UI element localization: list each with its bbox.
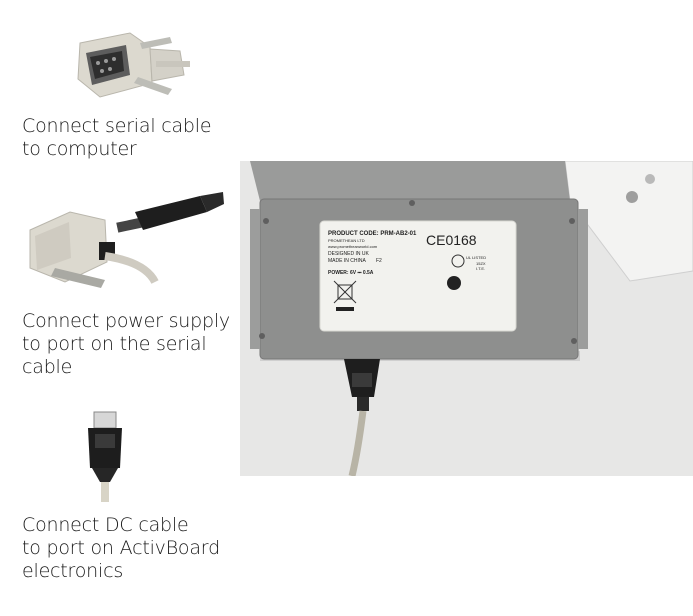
step-2-caption: Connect power supply to port on the seri… xyxy=(22,310,230,378)
weee-bin-icon xyxy=(333,280,357,304)
made-in: MADE IN CHINA xyxy=(328,258,366,264)
company-name: PROMETHEAN LTD xyxy=(328,238,365,243)
pct-mark-icon xyxy=(447,276,461,290)
power-rating: POWER: 6V ⎓ 0.5A xyxy=(328,270,374,276)
product-code: PRODUCT CODE: PRM-AB2-01 xyxy=(328,231,417,237)
ul-mark-icon xyxy=(451,254,465,268)
designed-in: DESIGNED IN UK xyxy=(328,251,370,257)
website: www.prometheanworld.com xyxy=(328,244,378,249)
step-1-caption: Connect serial cable to computer xyxy=(22,115,212,160)
ul-listed: UL LISTED xyxy=(466,255,486,260)
serial-connector-icon xyxy=(77,32,190,98)
step-3-caption: Connect DC cable to port on ActivBoard e… xyxy=(22,514,220,582)
activboard-electronics-photo: PRODUCT CODE: PRM-AB2-01 PROMETHEAN LTD … xyxy=(240,161,693,476)
power-supply-plug-icon xyxy=(29,192,224,288)
ul-type: I.T.E. xyxy=(476,266,485,271)
made-code: F2 xyxy=(376,258,382,264)
ul-code: 15ZX xyxy=(476,261,486,266)
ce-mark: CE0168 xyxy=(426,232,477,248)
product-label xyxy=(319,220,517,332)
dc-cable-connector-icon xyxy=(88,411,122,502)
